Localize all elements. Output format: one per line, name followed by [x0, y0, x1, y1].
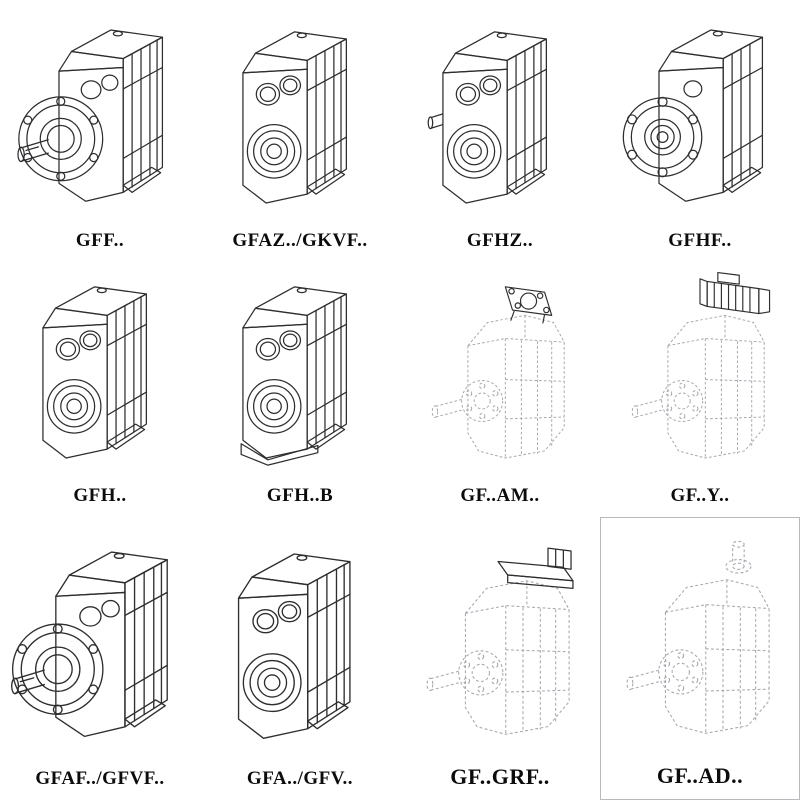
gearbox-drawing-gf-y [604, 269, 796, 483]
catalog-cell-gf-y: GF..Y.. [600, 262, 800, 517]
gearbox-drawing-gfhf [604, 14, 796, 228]
catalog-cell-gf-am: GF..AM.. [400, 262, 600, 517]
catalog-cell-gfhz: GFHZ.. [400, 0, 600, 262]
catalog-cell-gfaf-gfvf: GFAF../GFVF.. [0, 517, 200, 800]
gearbox-drawing-gfaf-gfvf [4, 534, 196, 766]
model-label: GFHZ.. [466, 230, 534, 251]
gearbox-drawing-gfa-gfv [204, 534, 396, 766]
catalog-cell-gfhf: GFHF.. [600, 0, 800, 262]
catalog-cell-gfh: GFH.. [0, 262, 200, 517]
model-label: GFHF.. [668, 230, 732, 251]
model-label: GFAZ../GKVF.. [232, 230, 368, 251]
model-label: GFH..B [266, 485, 334, 506]
catalog-cell-gfh-b: GFH..B [200, 262, 400, 517]
model-label: GF..GRF.. [450, 764, 550, 789]
model-label: GF..AD.. [656, 763, 744, 788]
catalog-cell-gf-ad: GF..AD.. [600, 517, 800, 800]
gearbox-drawing-gfhz [404, 14, 596, 228]
model-label: GFH.. [73, 485, 127, 506]
gearbox-drawing-gfh-b [204, 269, 396, 483]
gearbox-drawing-gfaz-gkvf [204, 14, 396, 228]
gearbox-drawing-gf-am [404, 269, 596, 483]
model-label: GF..AM.. [460, 485, 540, 506]
catalog-cell-gf-grf: GF..GRF.. [400, 517, 600, 800]
model-label: GFA../GFV.. [246, 768, 354, 789]
gearbox-drawing-gff [4, 14, 196, 228]
model-label: GFAF../GFVF.. [35, 768, 165, 789]
gearbox-drawing-gf-grf [404, 530, 596, 762]
catalog-cell-gfa-gfv: GFA../GFV.. [200, 517, 400, 800]
catalog-cell-gfaz-gkvf: GFAZ../GKVF.. [200, 0, 400, 262]
catalog-cell-gff: GFF.. [0, 0, 200, 262]
gearbox-drawing-gfh [4, 269, 196, 483]
model-label: GFF.. [75, 230, 125, 251]
gearbox-drawing-gf-ad [604, 529, 796, 761]
model-label: GF..Y.. [670, 485, 730, 506]
